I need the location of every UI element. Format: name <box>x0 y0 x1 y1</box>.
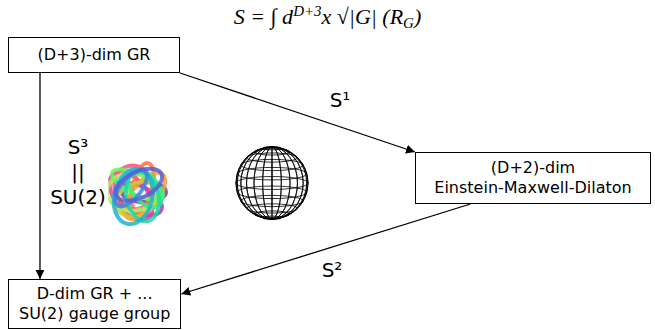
theory-box: (D+3)-dim GR <box>8 37 180 73</box>
text-piece: || <box>71 160 84 184</box>
text-piece: group <box>124 304 170 323</box>
sphere-meridian <box>272 147 273 219</box>
action-formula: S = ∫ dD+3x √|G| (RG) <box>0 3 655 32</box>
sphere-meridian <box>237 147 307 219</box>
text-piece: SU(2) <box>50 185 106 209</box>
sphere-meridian <box>237 147 307 219</box>
reduction-arrow <box>180 73 415 152</box>
formula-part: D+3 <box>293 3 321 19</box>
formula-part: S = ∫ d <box>234 4 293 29</box>
hopf-fiber <box>111 162 167 207</box>
manifold-label: S³ || SU(2) <box>48 135 108 210</box>
text-piece: S³ <box>68 135 89 159</box>
text-piece: (D+3)-dim <box>38 45 127 64</box>
sphere-meridian <box>236 147 308 219</box>
text-piece: GR <box>127 45 151 64</box>
hopf-fibration-figure <box>101 161 172 228</box>
sphere-outline <box>236 147 308 219</box>
text-piece: S² <box>322 258 343 282</box>
theory-box: D-dim GR + ... SU(2) gauge group <box>8 279 181 329</box>
box-text: (D+2)-dim Einstein-Maxwell-Dilaton <box>434 158 631 198</box>
box-text: (D+3)-dim GR <box>38 45 151 65</box>
manifold-label: S² <box>320 258 345 283</box>
sphere-meridian <box>263 147 282 219</box>
text-piece: SU(2) <box>19 304 69 323</box>
formula-part: ) <box>414 4 421 29</box>
text-piece: (D+2)-dim <box>491 158 575 177</box>
sphere-meridian <box>247 147 298 219</box>
wireframe-sphere <box>236 147 308 220</box>
formula-part: x √|G| (R <box>322 4 404 29</box>
reduction-arrow <box>39 73 40 279</box>
sphere-meridian <box>241 147 303 219</box>
text-piece: ... <box>137 284 152 303</box>
sphere-meridian <box>254 147 290 219</box>
text-piece: gauge <box>69 304 124 323</box>
text-piece: GR <box>90 284 119 303</box>
box-text: D-dim GR + ... SU(2) gauge group <box>19 284 170 324</box>
text-piece: Einstein-Maxwell-Dilaton <box>434 178 631 197</box>
reduction-arrow <box>181 204 470 294</box>
sphere-meridian <box>254 147 290 219</box>
sphere-meridian <box>241 147 303 219</box>
manifold-label: S¹ <box>328 88 353 113</box>
sphere-meridian <box>263 147 282 219</box>
sphere-meridian <box>247 147 298 219</box>
text-piece: + <box>119 284 138 303</box>
formula-part: G <box>403 15 414 31</box>
text-piece: S¹ <box>330 88 351 112</box>
text-piece: D-dim <box>37 284 90 303</box>
theory-box: (D+2)-dim Einstein-Maxwell-Dilaton <box>415 152 651 204</box>
